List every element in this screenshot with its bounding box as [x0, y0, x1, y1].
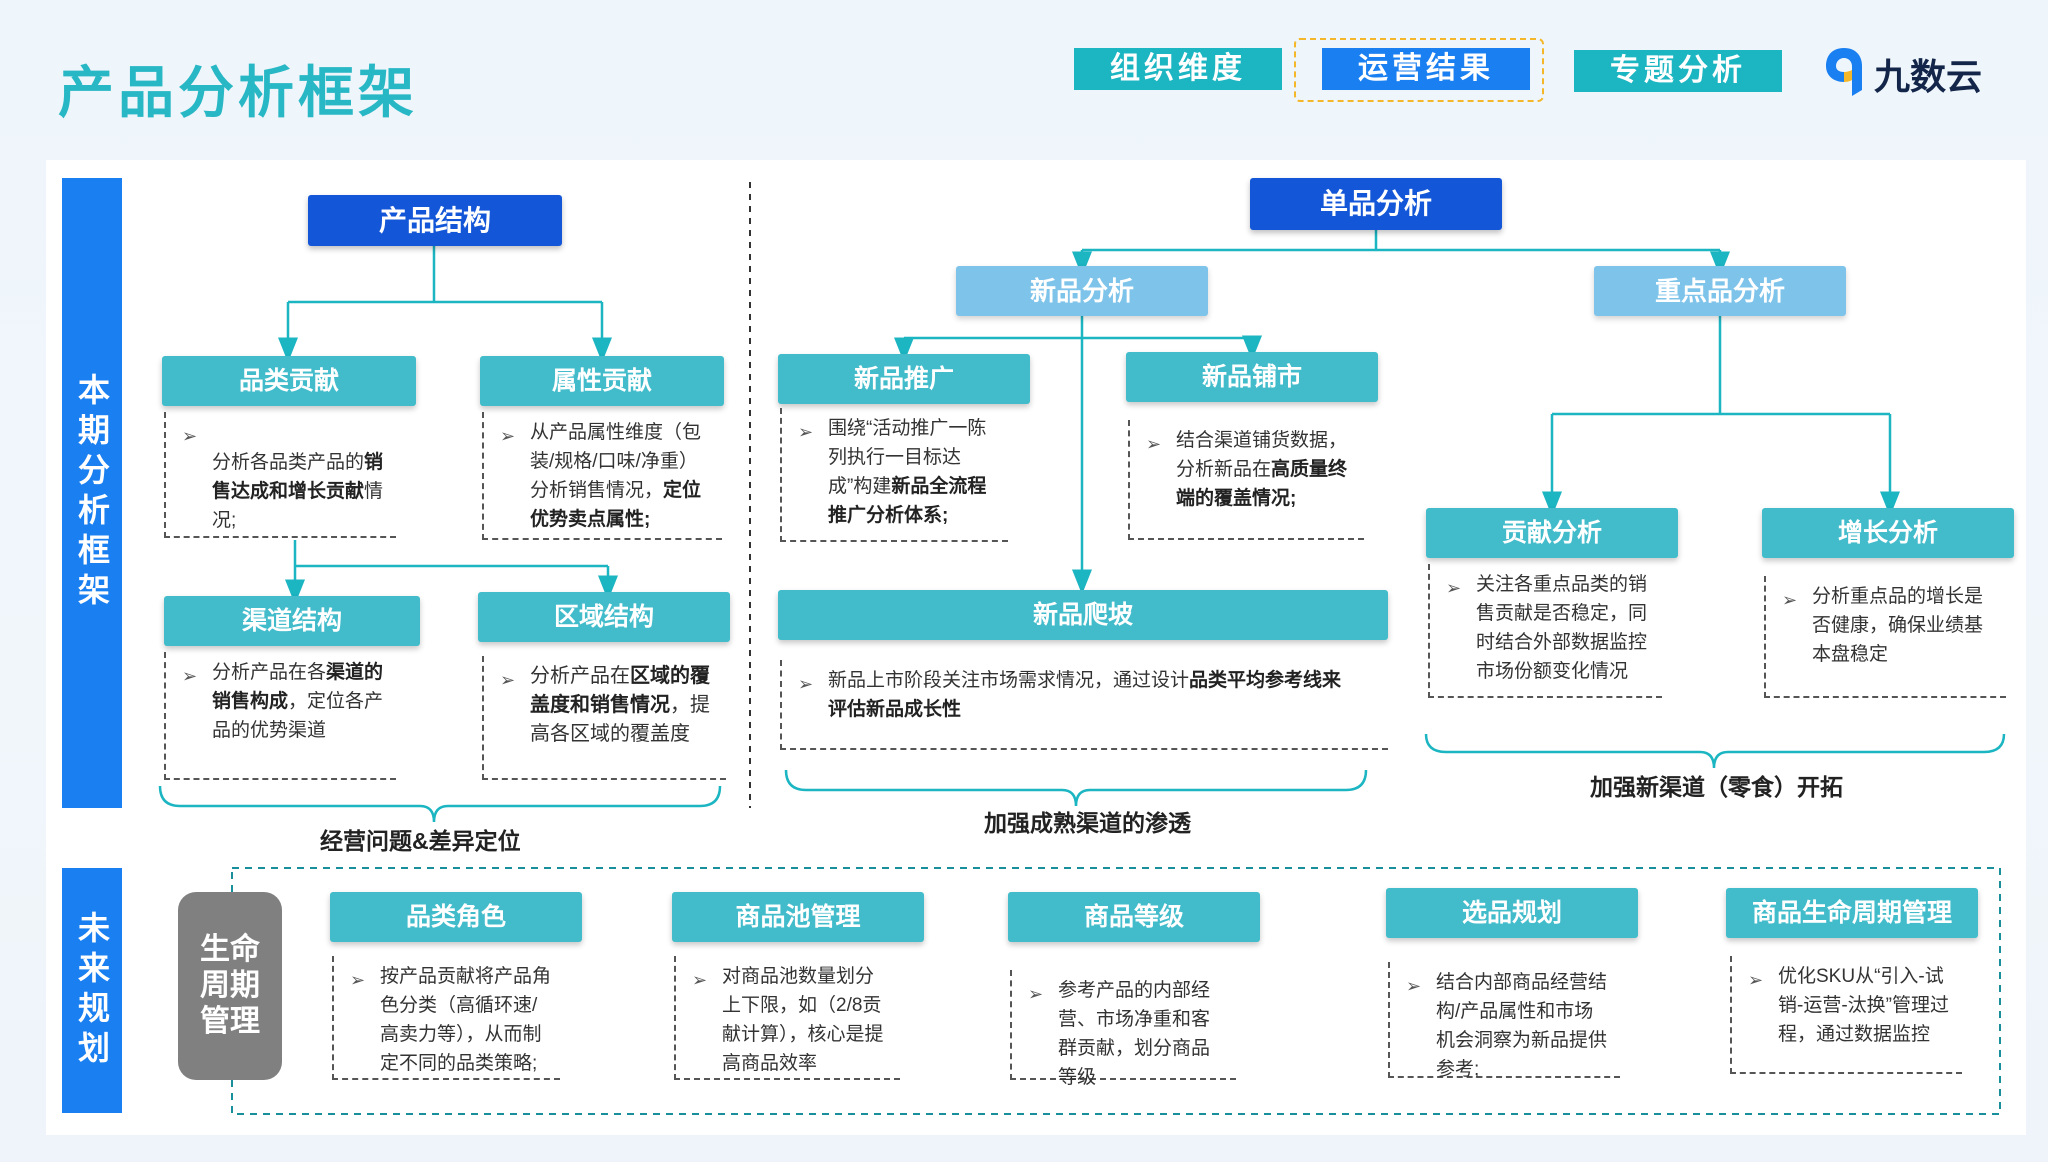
- node-new-product-ramp-up: 新品爬坡: [778, 590, 1388, 640]
- desc-channel-structure: ➢ 分析产品在各渠道的销售构成，定位各产品的优势渠道: [164, 652, 396, 780]
- bullet-arrow-icon: ➢: [692, 970, 708, 990]
- node-attribute-contribution: 属性贡献: [480, 356, 724, 406]
- logo-text: 九数云: [1874, 56, 1983, 97]
- node-single-product-analysis: 单品分析: [1250, 178, 1502, 230]
- desc-region-structure: ➢ 分析产品在区域的覆盖度和销售情况，提高各区域的覆盖度: [482, 656, 726, 780]
- bullet-arrow-icon: ➢: [798, 422, 814, 442]
- node-region-structure: 区域结构: [478, 592, 730, 642]
- desc-growth-analysis: ➢ 分析重点品的增长是否健康，确保业绩基本盘稳定: [1764, 576, 2006, 698]
- bullet-arrow-icon: ➢: [182, 426, 198, 446]
- future-product-lifecycle: 商品生命周期管理: [1726, 888, 1978, 938]
- desc-category-contribution: ➢ 分析各品类产品的销售达成和增长贡献情况;: [164, 412, 396, 538]
- selected-tab-frame: [1294, 38, 1544, 102]
- lifecycle-management-badge: 生命周期管理: [178, 892, 282, 1080]
- node-growth-analysis: 增长分析: [1762, 508, 2014, 558]
- node-new-product-analysis: 新品分析: [956, 266, 1208, 316]
- main-panel: [46, 160, 2026, 1135]
- side-label-future: 未来规划: [62, 868, 122, 1113]
- page-title: 产品分析框架: [58, 61, 418, 124]
- future-category-role-desc: ➢ 按产品贡献将产品角色分类（高循环速/高卖力等），从而制定不同的品类策略;: [332, 956, 560, 1080]
- future-product-grade-desc: ➢ 参考产品的内部经营、市场净重和客群贡献，划分商品等级: [1010, 970, 1236, 1088]
- brace-label-new-channel: 加强新渠道（零食）开拓: [1590, 774, 1843, 800]
- bullet-arrow-icon: ➢: [1748, 970, 1764, 990]
- future-product-pool-desc: ➢ 对商品池数量划分上下限，如（2/8贡献计算），核心是提高商品效率: [674, 956, 900, 1080]
- desc-new-product-distribution: ➢ 结合渠道铺货数据，分析新品在高质量终端的覆盖情况;: [1128, 420, 1364, 540]
- node-category-contribution: 品类贡献: [162, 356, 416, 406]
- logo-icon: [1820, 44, 1868, 100]
- node-new-product-promotion: 新品推广: [778, 354, 1030, 404]
- node-new-product-distribution: 新品铺市: [1126, 352, 1378, 402]
- desc-new-product-promotion: ➢ 围绕“活动推广一陈列执行一目标达成”构建新品全流程推广分析体系;: [780, 408, 1008, 542]
- tab-org-dimension[interactable]: 组织维度: [1074, 48, 1282, 90]
- tab-operation-result[interactable]: 运营结果: [1322, 48, 1530, 90]
- bullet-arrow-icon: ➢: [1146, 434, 1162, 454]
- bullet-arrow-icon: ➢: [500, 670, 516, 690]
- bullet-arrow-icon: ➢: [350, 970, 366, 990]
- brace-label-left: 经营问题&差异定位: [320, 828, 521, 854]
- future-selection-planning-desc: ➢ 结合内部商品经营结构/产品属性和市场机会洞察为新品提供参考;: [1388, 962, 1620, 1080]
- tab-topic-analysis[interactable]: 专题分析: [1574, 50, 1782, 92]
- future-product-pool: 商品池管理: [672, 892, 924, 942]
- node-key-product-analysis: 重点品分析: [1594, 266, 1846, 316]
- desc-contribution-analysis: ➢ 关注各重点品类的销售贡献是否稳定，同时结合外部数据监控市场份额变化情况: [1428, 564, 1662, 698]
- bullet-arrow-icon: ➢: [1406, 976, 1422, 996]
- future-product-grade: 商品等级: [1008, 892, 1260, 942]
- bullet-arrow-icon: ➢: [798, 674, 814, 694]
- node-contribution-analysis: 贡献分析: [1426, 508, 1678, 558]
- side-label-current: 本期分析框架: [62, 178, 122, 808]
- bullet-arrow-icon: ➢: [1028, 984, 1044, 1004]
- desc-new-product-ramp-up: ➢ 新品上市阶段关注市场需求情况，通过设计品类平均参考线来评估新品成长性: [780, 660, 1388, 750]
- bullet-arrow-icon: ➢: [1782, 590, 1798, 610]
- future-category-role: 品类角色: [330, 892, 582, 942]
- future-selection-planning: 选品规划: [1386, 888, 1638, 938]
- node-product-structure: 产品结构: [308, 195, 562, 246]
- brace-label-mature-channel: 加强成熟渠道的渗透: [984, 810, 1191, 836]
- future-product-lifecycle-desc: ➢ 优化SKU从“引入-试销-运营-汰换”管理过程，通过数据监控: [1730, 956, 1962, 1074]
- node-channel-structure: 渠道结构: [164, 596, 420, 646]
- bullet-arrow-icon: ➢: [182, 666, 198, 686]
- desc-attribute-contribution: ➢ 从产品属性维度（包装/规格/口味/净重）分析销售情况，定位优势卖点属性;: [482, 412, 722, 540]
- bullet-arrow-icon: ➢: [500, 426, 516, 446]
- bullet-arrow-icon: ➢: [1446, 578, 1462, 598]
